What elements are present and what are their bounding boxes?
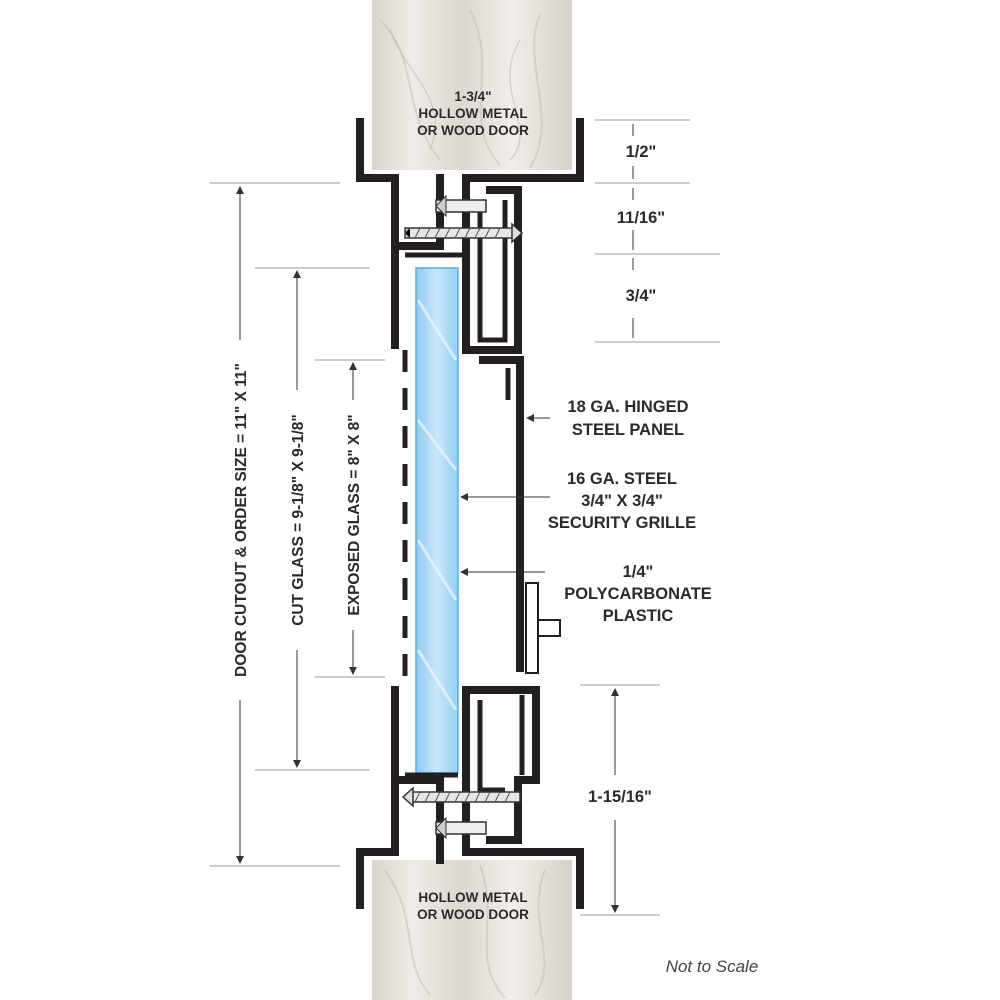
grille-label-3: SECURITY GRILLE	[548, 514, 696, 532]
top-door-block	[372, 0, 572, 170]
polycarbonate-label-3: PLASTIC	[603, 607, 674, 625]
cut-glass-label: CUT GLASS = 9-1/8" X 9-1/8"	[290, 414, 307, 626]
dim-11-16-label: 11/16"	[617, 209, 665, 227]
hinged-panel-label-1: 18 GA. HINGED	[567, 398, 688, 416]
dim-half-label: 1/2"	[626, 143, 657, 161]
hinged-panel-label-2: STEEL PANEL	[572, 421, 684, 439]
grille-label-2: 3/4" X 3/4"	[581, 492, 663, 510]
leader-lines	[460, 414, 550, 576]
top-frame-profile	[356, 118, 584, 354]
hinged-steel-panel	[479, 356, 561, 674]
door-cutout-label: DOOR CUTOUT & ORDER SIZE = 11" X 11"	[233, 363, 250, 677]
dim-3-4-label: 3/4"	[626, 287, 657, 305]
glass-pane	[415, 267, 459, 774]
polycarbonate-label-1: 1/4"	[623, 563, 654, 581]
door-bottom-label-2: OR WOOD DOOR	[417, 907, 529, 922]
top-screw-icon	[404, 194, 524, 244]
exposed-glass-label: EXPOSED GLASS = 8" X 8"	[346, 414, 363, 615]
door-top-label-2: HOLLOW METAL	[418, 106, 527, 121]
door-top-label-1: 1-3/4"	[454, 89, 491, 104]
bottom-frame-profile	[356, 686, 584, 909]
grille-label-1: 16 GA. STEEL	[567, 470, 677, 488]
right-dimensions	[580, 119, 720, 916]
not-to-scale-note: Not to Scale	[666, 957, 759, 976]
left-dimensions	[210, 182, 385, 867]
bottom-screw-icon	[401, 786, 521, 840]
door-top-label-3: OR WOOD DOOR	[417, 123, 529, 138]
dim-1-15-16-label: 1-15/16"	[588, 788, 652, 806]
bottom-door-block	[372, 860, 572, 1000]
polycarbonate-label-2: POLYCARBONATE	[564, 585, 712, 603]
door-bottom-label-1: HOLLOW METAL	[418, 890, 527, 905]
